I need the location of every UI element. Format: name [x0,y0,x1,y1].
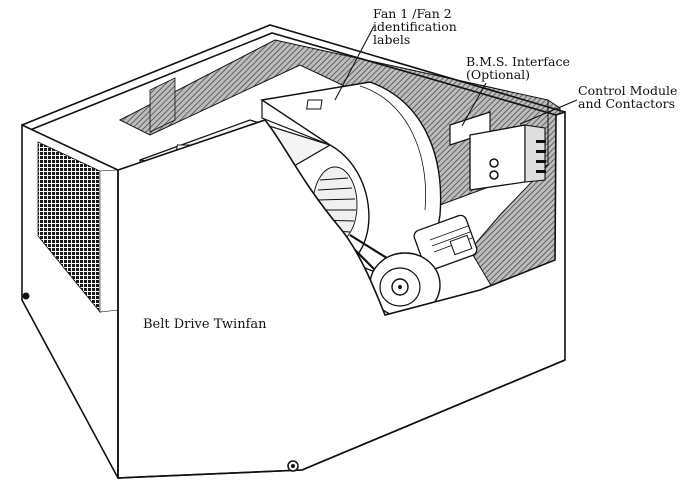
control-module [449,111,546,191]
callout-leaders [334,25,578,127]
left-side-panel [21,123,119,479]
callout-line: (Optional) [466,67,531,82]
callout-line: identification [373,19,457,34]
control-module-callout: Control Module and Contactors [578,84,677,110]
callout-line: Control Module [578,83,678,98]
callout-line: labels [373,32,411,47]
callout-line: and Contactors [578,96,676,111]
fan-identification-labels-callout: Fan 1 /Fan 2 identification labels [373,7,457,46]
bms-interface-callout: B.M.S. Interface (Optional) [466,55,570,81]
front-panel [117,110,566,479]
callout-line: Fan 1 /Fan 2 [373,6,452,21]
callout-line: B.M.S. Interface [466,54,570,69]
unit-title: Belt Drive Twinfan [143,317,267,332]
drive-motor [344,214,481,319]
